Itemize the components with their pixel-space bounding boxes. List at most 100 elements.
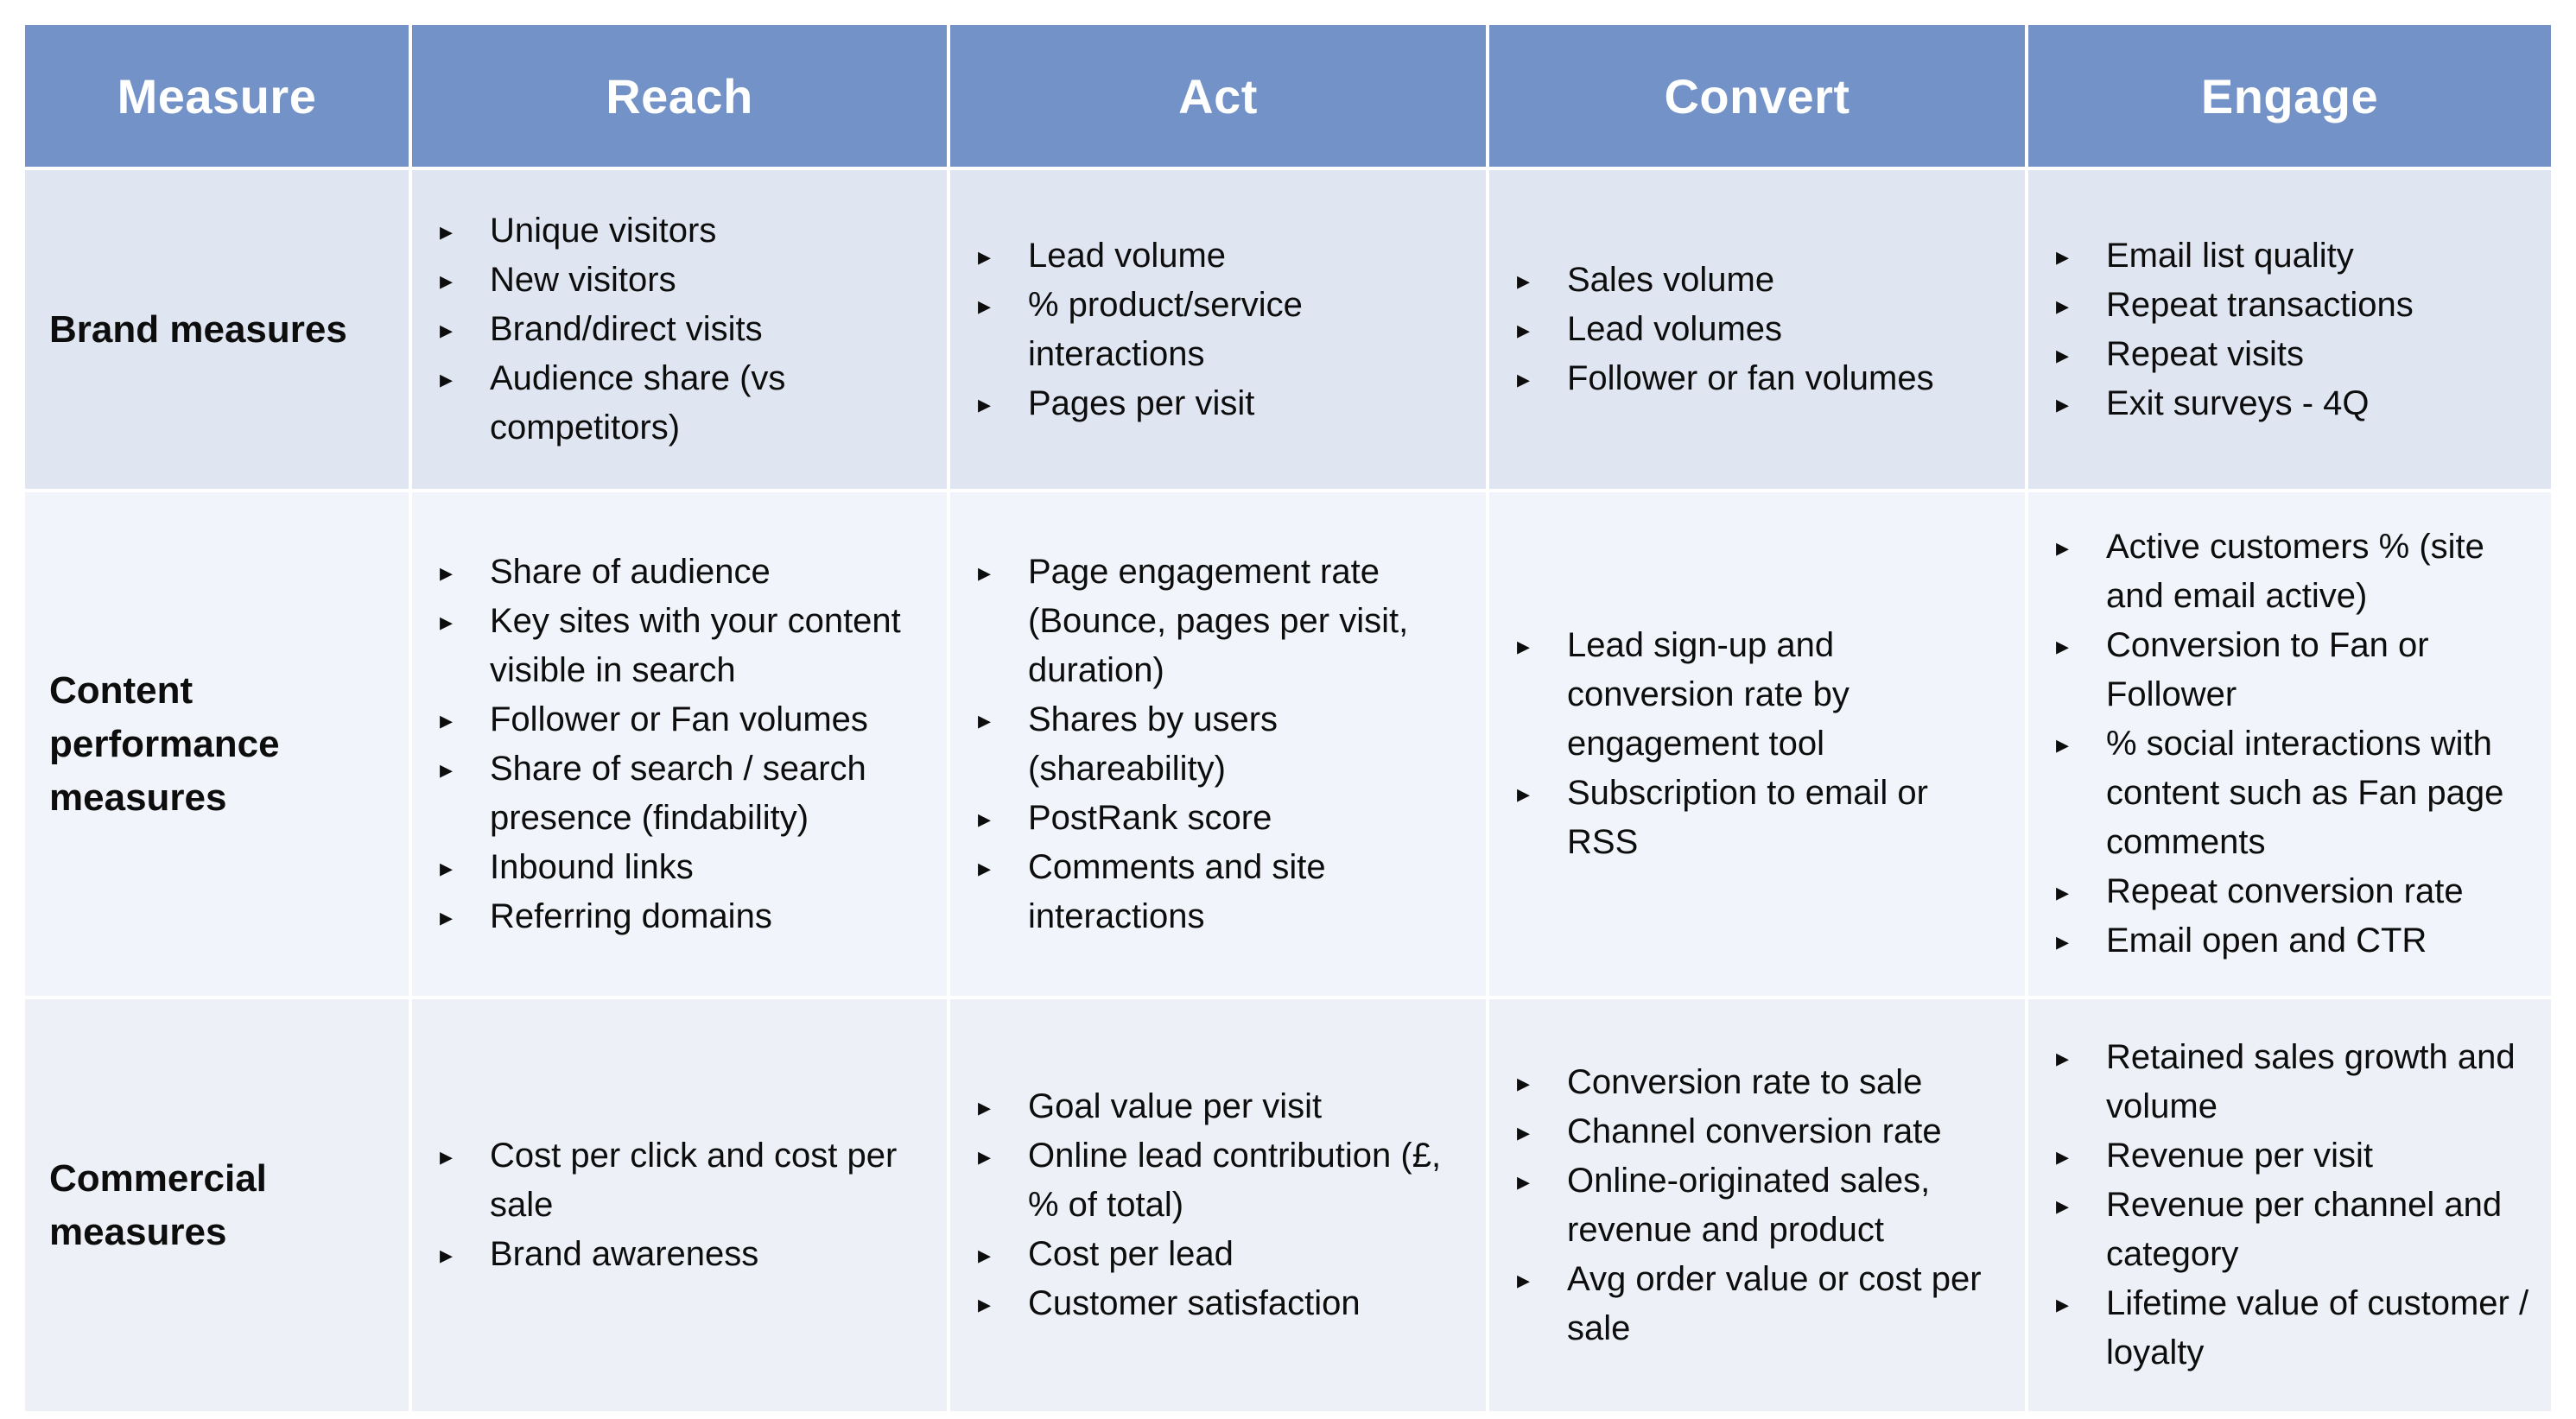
bullet-item: ▸New visitors xyxy=(436,256,930,305)
bullet-triangle-icon: ▸ xyxy=(440,1142,454,1172)
bullet-item: ▸Conversion rate to sale xyxy=(1513,1058,2008,1107)
bullet-triangle-icon: ▸ xyxy=(2056,241,2070,272)
header-label: Reach xyxy=(606,68,753,124)
bullet-triangle-icon: ▸ xyxy=(978,1289,992,1320)
bullet-text: Conversion rate to sale xyxy=(1567,1062,1923,1101)
bullet-text: Share of audience xyxy=(490,552,771,591)
header-label: Act xyxy=(1178,68,1258,124)
header-cell-act: Act xyxy=(950,25,1486,167)
bullet-text: Lifetime value of customer / loyalty xyxy=(2106,1284,2529,1371)
bullet-item: ▸Repeat conversion rate xyxy=(2053,867,2534,916)
bullet-item: ▸Cost per click and cost per sale xyxy=(436,1131,930,1230)
bullet-item: ▸ Subscription to email or RSS xyxy=(1513,769,2008,867)
bullet-text: Follower or Fan volumes xyxy=(490,700,868,738)
bullet-triangle-icon: ▸ xyxy=(978,389,992,420)
bullet-triangle-icon: ▸ xyxy=(978,803,992,834)
bullet-item: ▸Exit surveys - 4Q xyxy=(2053,379,2534,428)
bullet-triangle-icon: ▸ xyxy=(1517,1264,1531,1295)
cell-content-engage: ▸ Active customers % (site and email acti… xyxy=(2028,492,2551,996)
cell-content-act: ▸ Page engagement rate (Bounce, pages per… xyxy=(950,492,1486,996)
header-label: Measure xyxy=(117,68,317,124)
bullet-text: Online-originated sales, revenue and pro… xyxy=(1567,1161,1931,1249)
bullet-triangle-icon: ▸ xyxy=(2056,1191,2070,1221)
bullet-item: ▸Lead volume xyxy=(974,231,1469,281)
bullet-text: Share of search / search presence (finda… xyxy=(490,749,866,837)
bullet-triangle-icon: ▸ xyxy=(440,217,454,247)
bullet-item: ▸Share of audience xyxy=(436,548,930,597)
bullet-item: ▸Active customers % (site and email acti… xyxy=(2053,523,2534,621)
cell-brand-act: ▸Lead volume▸% product/service interacti… xyxy=(950,170,1486,489)
bullet-triangle-icon: ▸ xyxy=(978,1142,992,1172)
bullet-list: ▸ Sales volume ▸Lead volumes ▸ Follower or f… xyxy=(1513,256,2008,403)
cell-commercial-convert: ▸Conversion rate to sale▸Channel convers… xyxy=(1489,999,2025,1411)
bullet-triangle-icon: ▸ xyxy=(440,606,454,637)
bullet-text: Cost per lead xyxy=(1028,1235,1234,1273)
bullet-text: Repeat transactions xyxy=(2106,285,2414,324)
header-cell-reach: Reach xyxy=(412,25,947,167)
bullet-triangle-icon: ▸ xyxy=(1517,1117,1531,1148)
bullet-text: Goal value per visit xyxy=(1028,1087,1323,1125)
bullet-triangle-icon: ▸ xyxy=(1517,779,1531,809)
bullet-text: Audience share (vs competitors) xyxy=(490,359,786,447)
bullet-item: ▸Comments and site interactions xyxy=(974,843,1469,941)
bullet-list: ▸Share of audience▸Key sites with your c… xyxy=(436,548,930,941)
bullet-text: Active customers % (site and email activ… xyxy=(2106,528,2484,615)
bullet-text: Lead volume xyxy=(1028,236,1227,275)
bullet-text: Subscription to email or RSS xyxy=(1567,774,1928,861)
bullet-text: Channel conversion rate xyxy=(1567,1112,1942,1150)
bullet-triangle-icon: ▸ xyxy=(2056,1043,2070,1074)
bullet-text: Comments and site interactions xyxy=(1028,847,1326,935)
measures-matrix-table: Measure Reach Act Convert Engage Brand m… xyxy=(25,25,2551,1411)
row-label-cell-brand: Brand measures xyxy=(25,170,409,489)
bullet-triangle-icon: ▸ xyxy=(1517,364,1531,395)
bullet-list: ▸ Active customers % (site and email acti… xyxy=(2053,523,2534,966)
header-cell-measure: Measure xyxy=(25,25,409,167)
bullet-list: ▸Retained sales growth and volume▸Revenu… xyxy=(2053,1033,2534,1378)
bullet-text: PostRank score xyxy=(1028,798,1272,837)
bullet-text: Follower or fan volumes xyxy=(1567,359,1934,397)
bullet-triangle-icon: ▸ xyxy=(978,557,992,588)
bullet-triangle-icon: ▸ xyxy=(978,705,992,736)
bullet-text: Retained sales growth and volume xyxy=(2106,1038,2516,1125)
bullet-triangle-icon: ▸ xyxy=(440,705,454,736)
bullet-triangle-icon: ▸ xyxy=(1517,266,1531,296)
bullet-triangle-icon: ▸ xyxy=(440,852,454,884)
bullet-list: ▸Lead volume▸% product/service interacti… xyxy=(974,231,1469,428)
bullet-text: Customer satisfaction xyxy=(1028,1284,1361,1322)
header-cell-convert: Convert xyxy=(1489,25,2025,167)
cell-content-reach: ▸Share of audience▸Key sites with your c… xyxy=(412,492,947,996)
bullet-item: ▸ PostRank score xyxy=(974,794,1469,843)
bullet-item: ▸ Audience share (vs competitors) xyxy=(436,354,930,453)
bullet-text: Inbound links xyxy=(490,847,694,886)
bullet-item: ▸Email list quality xyxy=(2053,231,2534,281)
bullet-item: ▸Referring domains xyxy=(436,892,930,941)
bullet-item: ▸ Avg order value or cost per sale xyxy=(1513,1255,2008,1353)
cell-commercial-reach: ▸Cost per click and cost per sale▸Brand … xyxy=(412,999,947,1411)
bullet-text: Email open and CTR xyxy=(2106,922,2427,960)
bullet-list: ▸Email list quality▸Repeat transactions▸… xyxy=(2053,231,2534,428)
row-label: Brand measures xyxy=(49,307,347,351)
bullet-text: Exit surveys - 4Q xyxy=(2106,383,2370,422)
bullet-triangle-icon: ▸ xyxy=(440,364,454,395)
bullet-triangle-icon: ▸ xyxy=(1517,1166,1531,1197)
bullet-item: ▸Brand/direct visits xyxy=(436,305,930,354)
cell-brand-convert: ▸ Sales volume ▸Lead volumes ▸ Follower or f… xyxy=(1489,170,2025,489)
cell-commercial-engage: ▸Retained sales growth and volume▸Revenu… xyxy=(2028,999,2551,1411)
bullet-item: ▸ Cost per lead xyxy=(974,1230,1469,1279)
bullet-item: ▸Email open and CTR xyxy=(2053,916,2534,966)
bullet-item: ▸% product/service interactions xyxy=(974,281,1469,379)
bullet-triangle-icon: ▸ xyxy=(440,266,454,296)
bullet-text: Online lead contribution (£, % of total) xyxy=(1028,1137,1442,1224)
bullet-triangle-icon: ▸ xyxy=(978,1240,992,1270)
bullet-list: ▸ Page engagement rate (Bounce, pages per… xyxy=(974,548,1469,941)
bullet-item: ▸ Inbound links xyxy=(436,843,930,892)
bullet-text: Sales volume xyxy=(1567,261,1775,299)
bullet-triangle-icon: ▸ xyxy=(2056,877,2070,908)
bullet-text: Pages per visit xyxy=(1028,383,1255,422)
bullet-text: Avg order value or cost per sale xyxy=(1567,1259,1982,1347)
bullet-item: ▸Lifetime value of customer / loyalty xyxy=(2053,1279,2534,1378)
bullet-item: ▸Repeat transactions xyxy=(2053,281,2534,330)
bullet-triangle-icon: ▸ xyxy=(440,315,454,345)
bullet-item: ▸Lead volumes xyxy=(1513,305,2008,354)
bullet-text: Page engagement rate (Bounce, pages per … xyxy=(1028,552,1409,689)
